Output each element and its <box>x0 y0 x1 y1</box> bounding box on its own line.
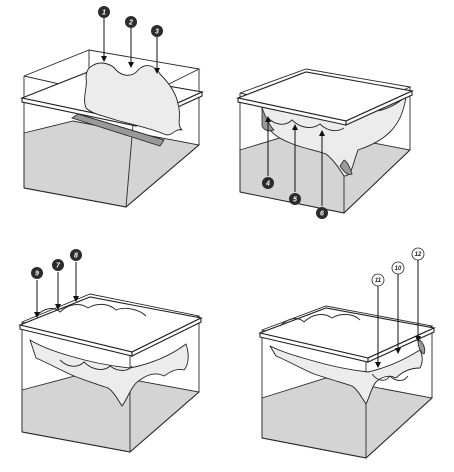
callout-badge-6: 6 <box>316 207 328 219</box>
callout-badge-9: 9 <box>31 267 43 279</box>
svg-text:7: 7 <box>56 263 61 270</box>
fabric-drape <box>29 339 189 407</box>
callout-badge-12: 12 <box>411 247 425 261</box>
frame-rail <box>18 296 203 357</box>
box-outline <box>261 305 434 459</box>
svg-text:11: 11 <box>375 278 382 284</box>
callout-badge-1: 1 <box>98 6 110 18</box>
callout-badge-11: 11 <box>371 273 385 287</box>
svg-text:3: 3 <box>155 29 159 36</box>
callout-arrows <box>265 116 325 206</box>
frame-rail <box>258 307 436 363</box>
callout-badge-2: 2 <box>125 16 137 28</box>
scallop-edge-top <box>279 313 361 327</box>
callout-badge-8: 8 <box>70 249 82 261</box>
svg-text:1: 1 <box>102 10 106 17</box>
svg-text:9: 9 <box>35 271 39 278</box>
fabric-corner-right <box>417 339 426 355</box>
callout-badge-5: 5 <box>289 193 301 205</box>
fabric-corner-left <box>261 107 275 132</box>
scallop-edge-bottom <box>371 373 409 381</box>
svg-text:2: 2 <box>128 20 133 27</box>
callout-arrows <box>101 18 160 74</box>
svg-text:4: 4 <box>265 181 270 188</box>
svg-text:12: 12 <box>415 252 422 258</box>
callout-badge-10: 10 <box>391 261 405 275</box>
callout-arrows <box>375 260 421 368</box>
callout-arrows <box>34 262 79 318</box>
panel-step-4: 11 10 12 <box>258 247 436 459</box>
panel-step-2: 4 5 6 <box>236 68 414 219</box>
svg-text:10: 10 <box>395 266 402 272</box>
callout-badge-7: 7 <box>52 259 64 271</box>
fabric-drape <box>269 345 423 405</box>
svg-text:8: 8 <box>74 253 78 260</box>
scallop-edge <box>267 117 345 132</box>
svg-text:6: 6 <box>320 211 324 218</box>
callout-badge-3: 3 <box>151 25 163 37</box>
box-floor <box>261 377 433 459</box>
svg-text:5: 5 <box>293 197 297 204</box>
callout-badge-4: 4 <box>262 177 274 189</box>
scallop-edge-top <box>35 303 147 317</box>
fabric-corner-right <box>339 159 353 175</box>
scallop-edge-bottom <box>59 359 133 371</box>
panel-step-1: 1 2 3 <box>20 6 204 208</box>
box-floor <box>23 120 201 208</box>
frame-rail <box>236 71 414 126</box>
fabric-sheet <box>84 62 183 136</box>
panel-step-3: 9 7 8 <box>18 249 203 453</box>
box-outline <box>21 293 201 453</box>
